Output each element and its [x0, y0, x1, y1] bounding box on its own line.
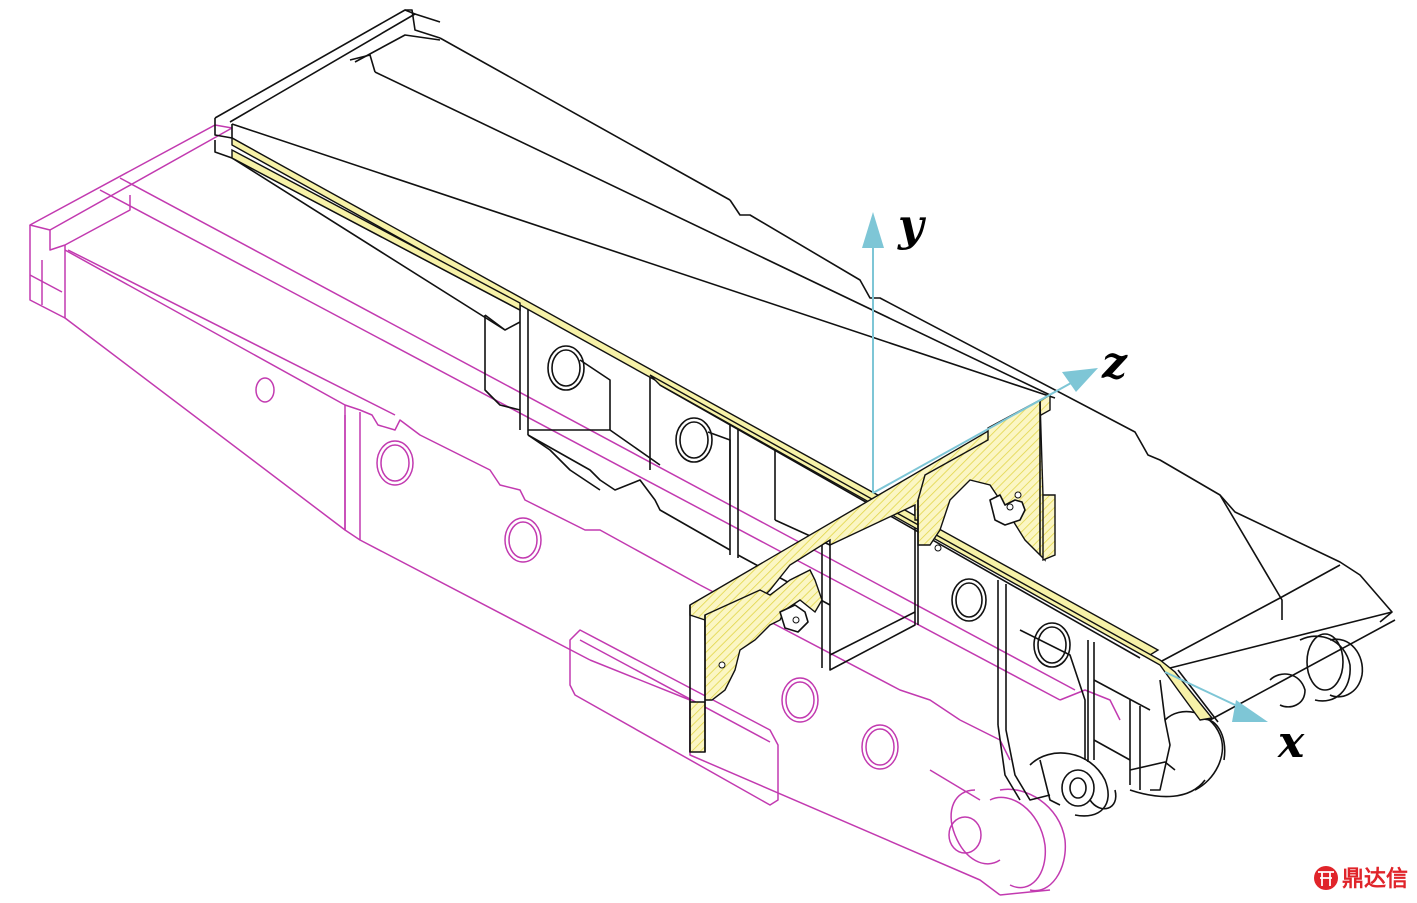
y-axis-label: y	[897, 200, 927, 251]
lower-frame	[29, 124, 1121, 896]
coordinate-axes: y z x	[862, 200, 1305, 768]
section-cuts	[231, 136, 1214, 753]
z-axis-line	[872, 377, 1081, 494]
logo-seal-icon	[1314, 866, 1338, 890]
y-axis-arrowhead	[862, 212, 884, 248]
x-axis-label: x	[1277, 717, 1305, 768]
watermark: 鼎达信	[1314, 866, 1408, 892]
z-axis-label: z	[1101, 338, 1128, 389]
watermark-text: 鼎达信	[1342, 866, 1408, 892]
z-axis-arrowhead	[1062, 368, 1098, 392]
x-axis-arrowhead	[1232, 700, 1268, 722]
